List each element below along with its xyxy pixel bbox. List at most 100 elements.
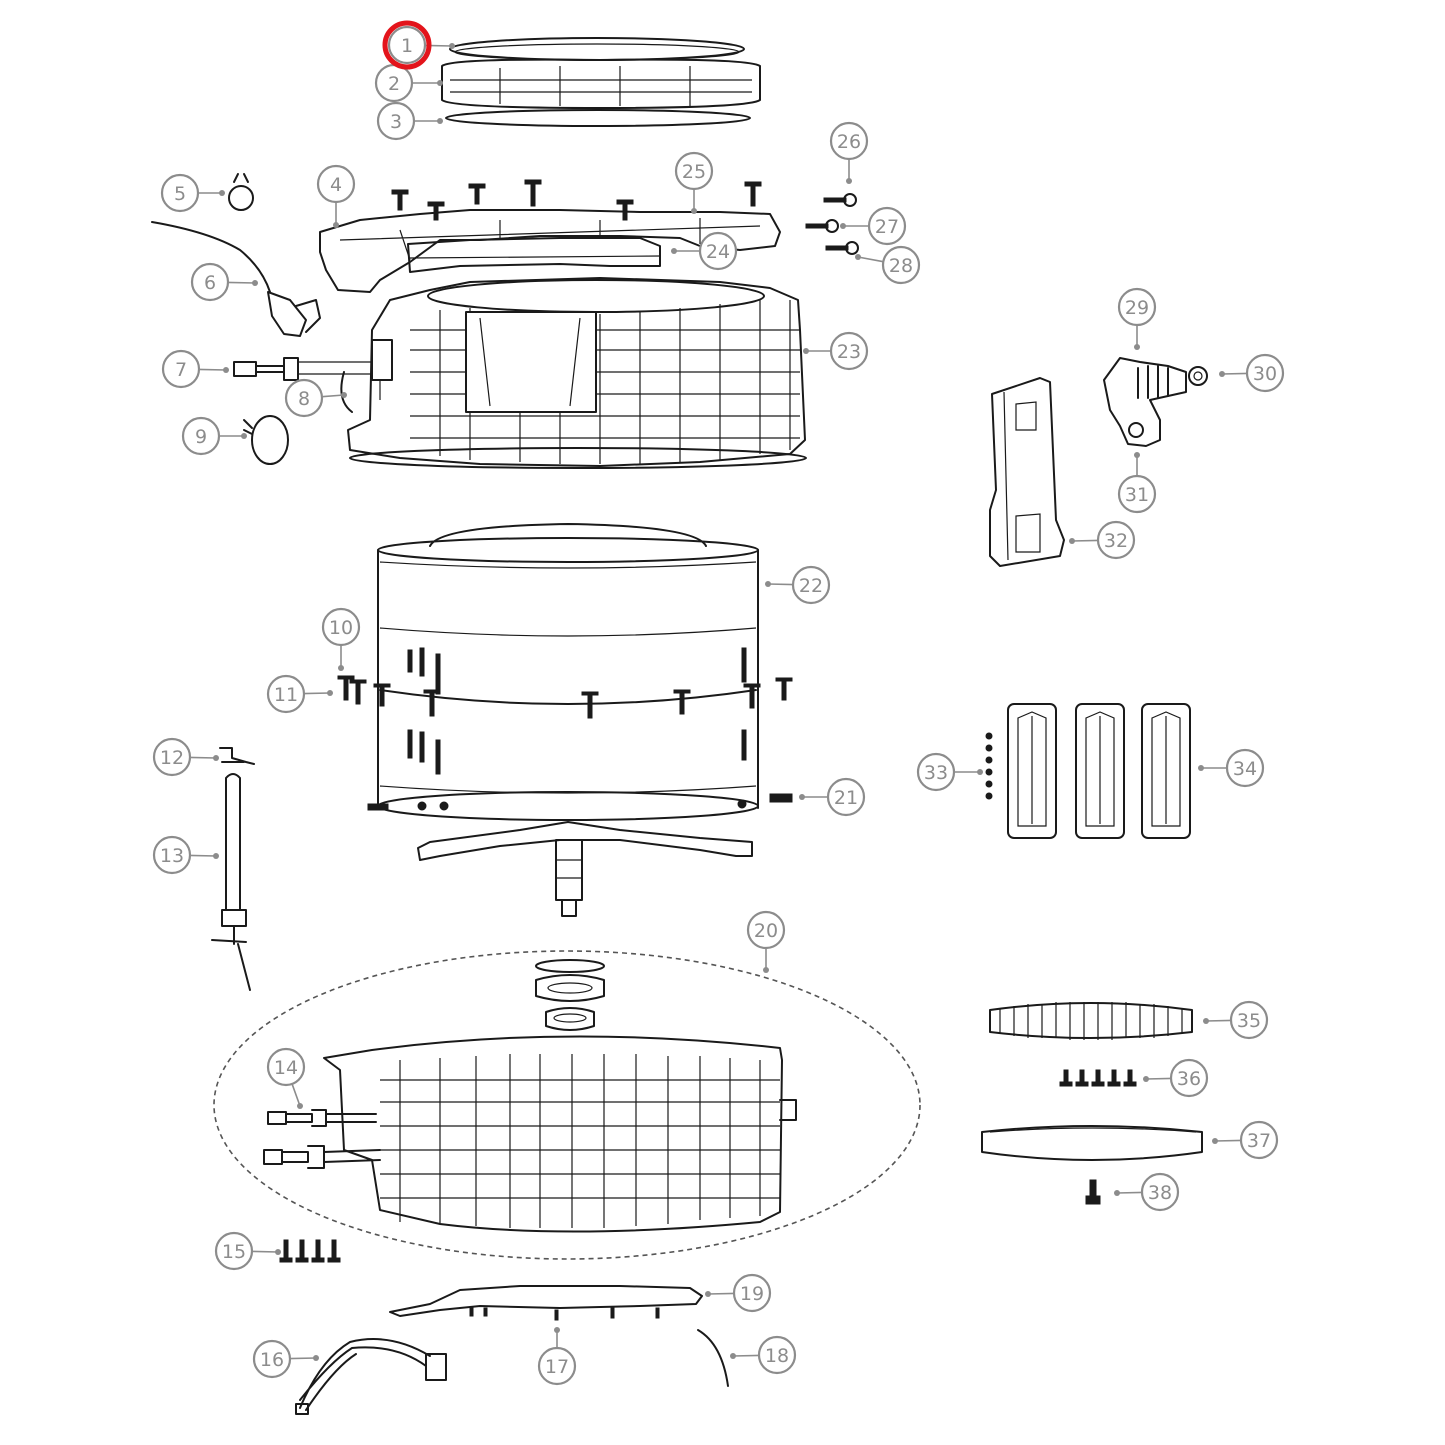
callout-circle bbox=[537, 1346, 577, 1386]
leader-dot bbox=[297, 1103, 303, 1109]
callout-circle bbox=[284, 378, 324, 418]
leader-dot bbox=[554, 1327, 560, 1333]
callout-number: 2 bbox=[388, 73, 400, 95]
callout-circle bbox=[387, 25, 427, 65]
callout-number: 36 bbox=[1177, 1068, 1201, 1090]
callout-number: 19 bbox=[740, 1283, 764, 1305]
callout-circle bbox=[732, 1273, 772, 1313]
callout-circle bbox=[152, 835, 192, 875]
callout-1: 1 bbox=[387, 25, 455, 65]
callout-number: 38 bbox=[1148, 1182, 1172, 1204]
leader-dot bbox=[1143, 1076, 1149, 1082]
callout-circle bbox=[266, 1047, 306, 1087]
callout-8: 8 bbox=[284, 378, 347, 418]
callout-circle bbox=[1096, 520, 1136, 560]
callout-37: 37 bbox=[1212, 1120, 1279, 1160]
callout-number: 35 bbox=[1237, 1010, 1261, 1032]
callout-number: 23 bbox=[837, 341, 861, 363]
callout-16: 16 bbox=[252, 1339, 319, 1379]
callout-number: 21 bbox=[834, 787, 858, 809]
part-clamp bbox=[228, 173, 254, 211]
leader-dot bbox=[252, 280, 258, 286]
part-bottom-plate bbox=[389, 1285, 703, 1321]
callout-number: 4 bbox=[330, 174, 342, 196]
leader-dot bbox=[855, 254, 861, 260]
leader-line bbox=[1116, 1191, 1143, 1194]
leader-line bbox=[251, 1250, 279, 1253]
callout-circle bbox=[266, 674, 306, 714]
leader-dot bbox=[1219, 371, 1225, 377]
callout-6: 6 bbox=[190, 262, 258, 302]
leader-dot bbox=[437, 80, 443, 86]
leader-dot bbox=[219, 190, 225, 196]
callout-circle bbox=[867, 206, 907, 246]
callout-number: 12 bbox=[160, 747, 184, 769]
callout-number: 16 bbox=[260, 1349, 284, 1371]
callout-number: 33 bbox=[924, 762, 948, 784]
leader-line bbox=[289, 1357, 317, 1360]
callout-31: 31 bbox=[1117, 452, 1157, 514]
part-lifters bbox=[985, 703, 1191, 839]
callout-circle bbox=[1225, 748, 1265, 788]
part-drain-hose bbox=[151, 221, 321, 337]
callout-circle bbox=[252, 1339, 292, 1379]
leader-dot bbox=[313, 1355, 319, 1361]
leader-line bbox=[1221, 372, 1248, 375]
part-heater bbox=[211, 747, 255, 991]
leader-dot bbox=[840, 223, 846, 229]
callout-number: 7 bbox=[175, 359, 187, 381]
leader-dot bbox=[803, 348, 809, 354]
leader-line bbox=[767, 583, 794, 586]
callout-26: 26 bbox=[829, 121, 869, 184]
callout-number: 20 bbox=[754, 920, 778, 942]
callout-circle bbox=[152, 737, 192, 777]
callout-number: 1 bbox=[401, 35, 413, 57]
callout-circle bbox=[1229, 1000, 1269, 1040]
callout-number: 28 bbox=[889, 255, 913, 277]
leader-line bbox=[1214, 1139, 1242, 1142]
leader-dot bbox=[213, 853, 219, 859]
callout-number: 5 bbox=[174, 183, 186, 205]
callout-13: 13 bbox=[152, 835, 219, 875]
leader-line bbox=[857, 256, 884, 263]
callout-number: 24 bbox=[706, 241, 730, 263]
callout-number: 14 bbox=[274, 1057, 298, 1079]
callout-number: 18 bbox=[765, 1345, 789, 1367]
callout-number: 9 bbox=[195, 426, 207, 448]
leader-dot bbox=[275, 1249, 281, 1255]
callout-9: 9 bbox=[181, 416, 247, 456]
part-pump-housing bbox=[1103, 357, 1208, 447]
callout-circle bbox=[1169, 1058, 1209, 1098]
callout-circle bbox=[1140, 1172, 1180, 1212]
callout-number: 6 bbox=[204, 272, 216, 294]
leader-dot bbox=[449, 43, 455, 49]
leader-line bbox=[321, 394, 345, 398]
leader-dot bbox=[341, 392, 347, 398]
callout-circle bbox=[1245, 353, 1285, 393]
part-bracket bbox=[340, 339, 393, 413]
callout-2: 2 bbox=[374, 63, 443, 103]
callout-number: 26 bbox=[837, 131, 861, 153]
callout-11: 11 bbox=[266, 674, 333, 714]
callout-22: 22 bbox=[765, 565, 831, 605]
part-hose-clamp bbox=[243, 415, 289, 465]
leader-dot bbox=[730, 1353, 736, 1359]
callout-number: 15 bbox=[222, 1241, 246, 1263]
callout-34: 34 bbox=[1198, 748, 1265, 788]
callout-5: 5 bbox=[160, 173, 225, 213]
part-motor bbox=[981, 1002, 1203, 1205]
leader-line bbox=[707, 1292, 735, 1295]
leader-dot bbox=[705, 1291, 711, 1297]
callout-number: 27 bbox=[875, 216, 899, 238]
callout-circle bbox=[160, 173, 200, 213]
leader-dot bbox=[1114, 1190, 1120, 1196]
callout-4: 4 bbox=[316, 164, 356, 228]
leader-dot bbox=[327, 690, 333, 696]
leader-dot bbox=[223, 367, 229, 373]
part-inner-basket bbox=[337, 523, 793, 821]
callout-circle bbox=[829, 331, 869, 371]
callout-20: 20 bbox=[746, 910, 786, 973]
callout-circle bbox=[1117, 474, 1157, 514]
part-lower-tub-assembly bbox=[213, 950, 921, 1260]
leader-dot bbox=[241, 433, 247, 439]
